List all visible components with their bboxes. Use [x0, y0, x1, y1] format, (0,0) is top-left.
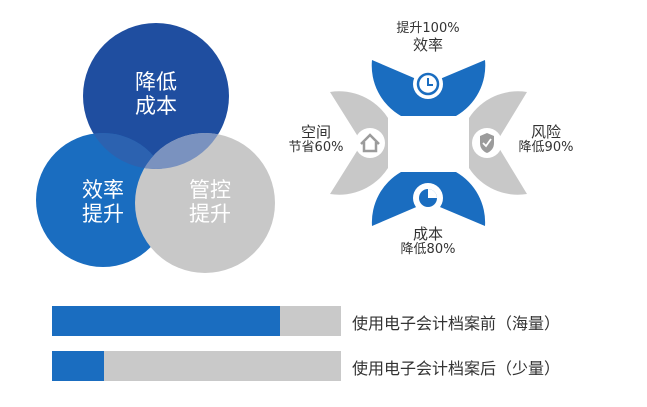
shield-icon	[472, 128, 502, 158]
cost-value: 降低80%	[400, 242, 456, 258]
flower-top-text: 提升100% 效率	[396, 21, 460, 54]
bar-before-fill	[52, 306, 281, 336]
bar-after-label: 使用电子会计档案后（少量）	[352, 359, 561, 378]
space-value: 节省60%	[288, 140, 344, 156]
flower-bottom-text: 成本 降低80%	[400, 225, 456, 258]
venn-label-reduce-cost: 降低成本	[135, 70, 177, 119]
venn-circle-control	[135, 133, 275, 273]
flower-left-text: 空间 节省60%	[288, 123, 344, 156]
cost-title: 成本	[412, 225, 443, 243]
house-icon	[355, 128, 385, 158]
risk-title: 风险	[530, 123, 561, 141]
venn-circle-reduce-cost	[83, 23, 229, 169]
pie-chart-icon	[413, 183, 443, 213]
bar-after	[52, 351, 341, 381]
petal-risk	[469, 91, 527, 195]
bar-before-label: 使用电子会计档案前（海量）	[352, 314, 561, 333]
venn-circle-efficiency	[36, 133, 170, 267]
petal-space	[330, 91, 388, 195]
clock-icon	[413, 69, 443, 99]
space-title: 空间	[300, 123, 331, 141]
bar-after-fill	[52, 351, 105, 381]
venn-label-efficiency: 效率提升	[82, 178, 124, 227]
efficiency-value: 提升100%	[396, 21, 460, 36]
flower-right-text: 风险 降低90%	[518, 123, 574, 156]
venn-label-control: 管控提升	[189, 178, 231, 227]
bar-before	[52, 306, 341, 336]
risk-value: 降低90%	[518, 140, 574, 156]
efficiency-title: 效率	[412, 35, 444, 54]
